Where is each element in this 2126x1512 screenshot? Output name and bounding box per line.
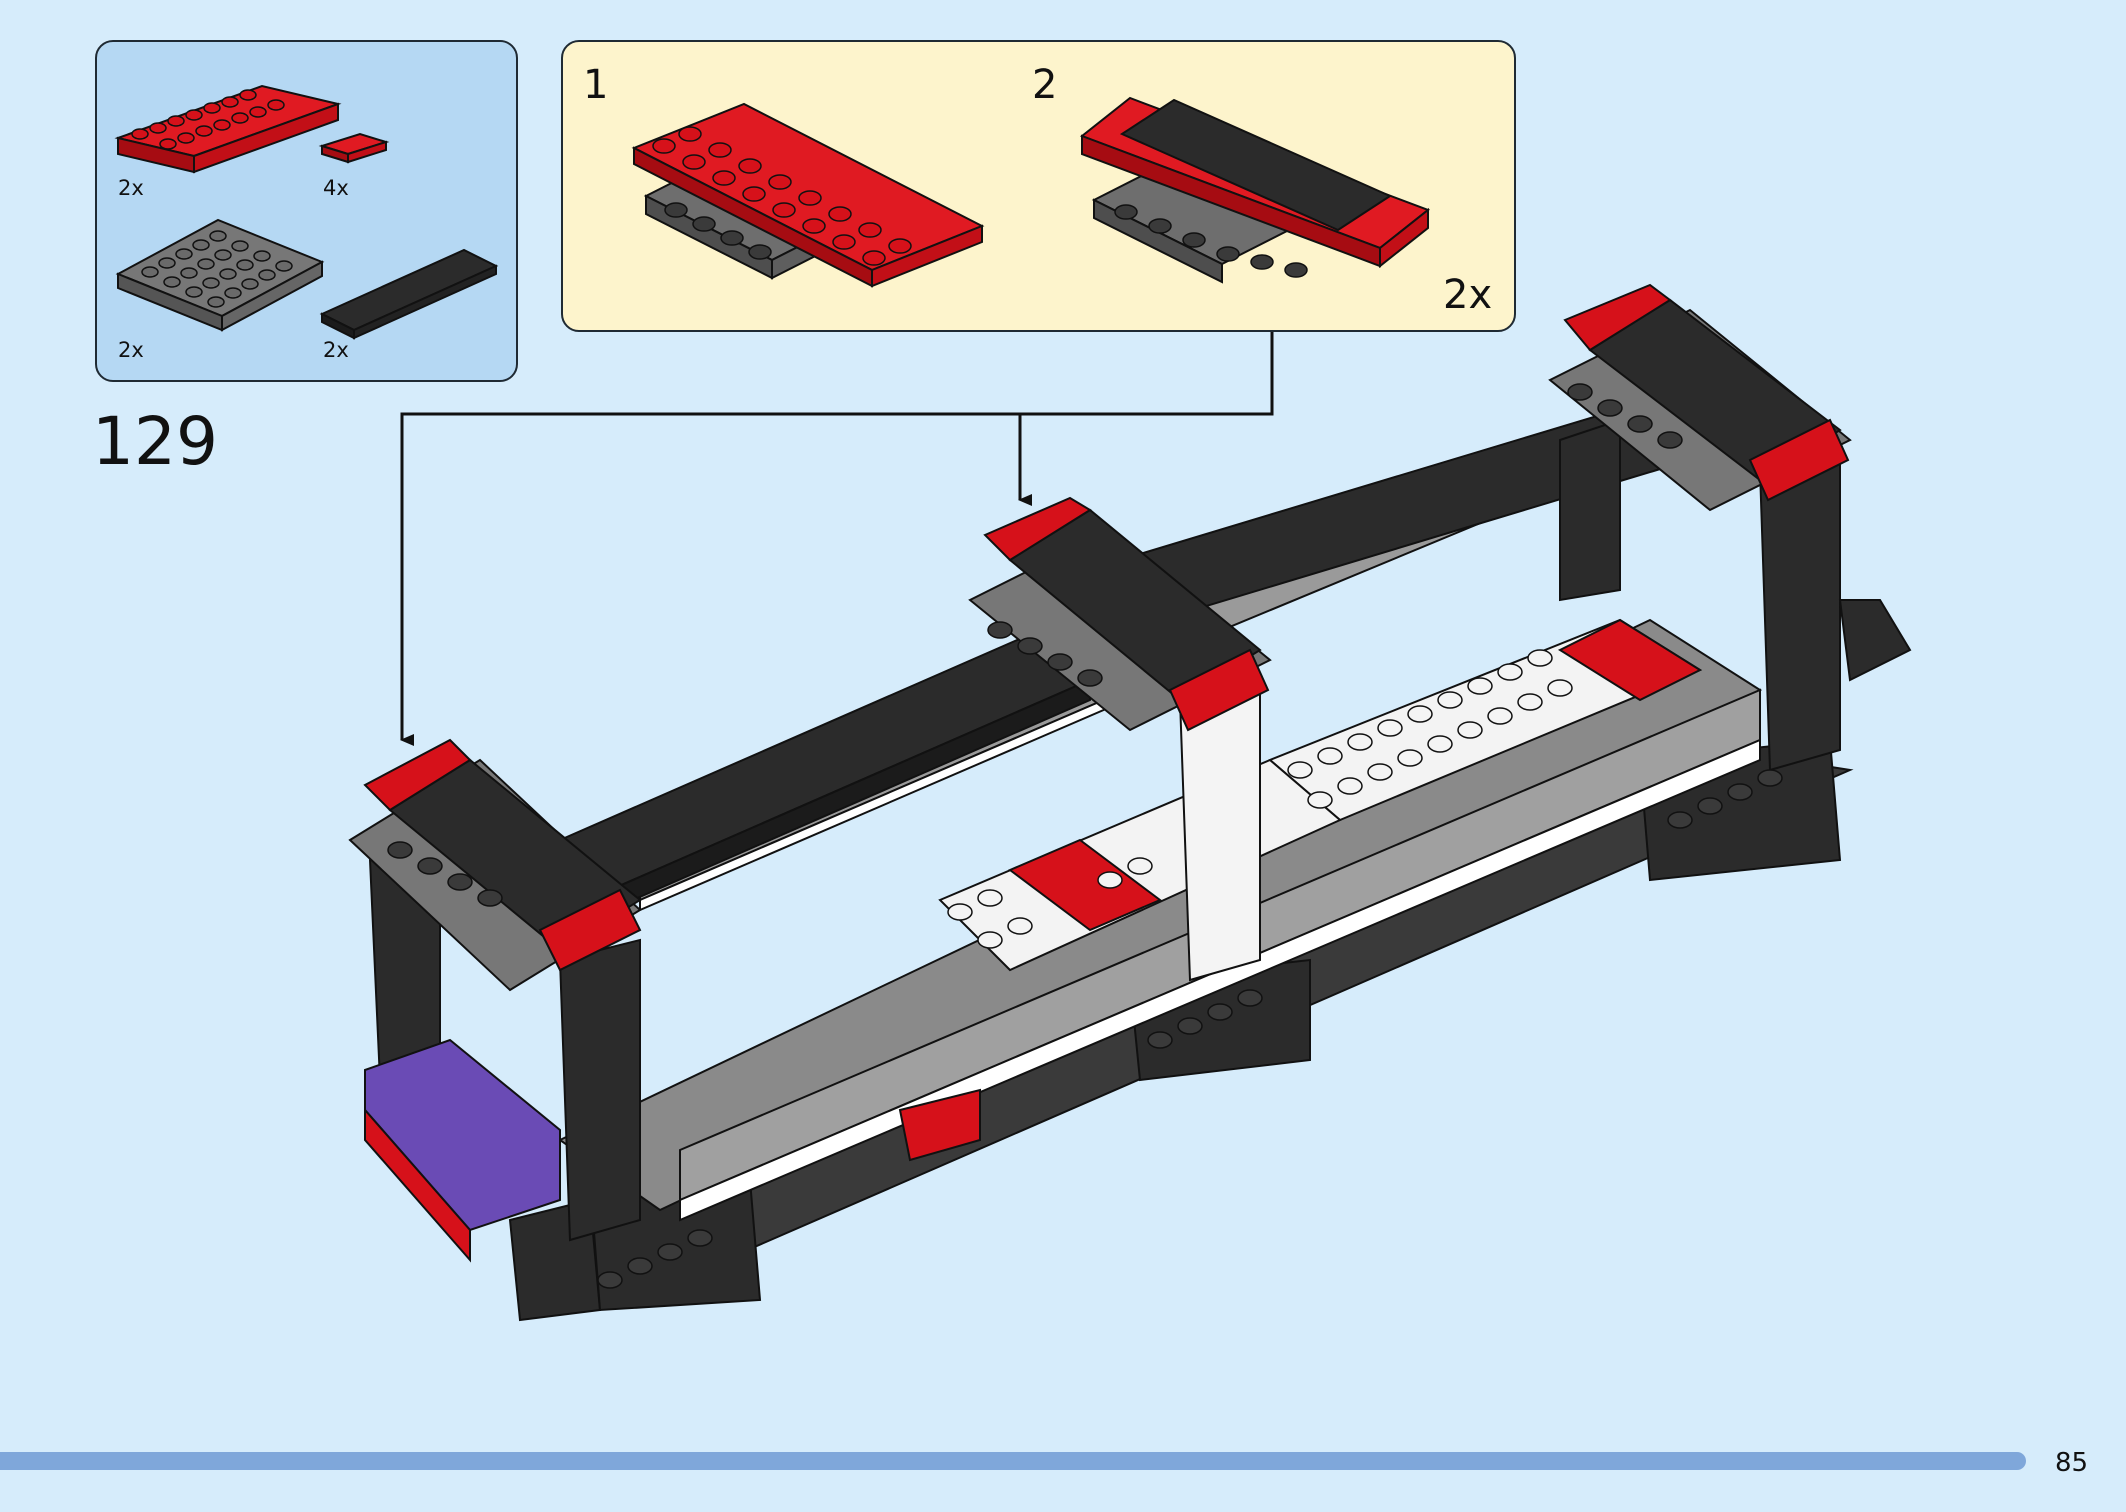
page-number: 85 [2055, 1448, 2089, 1478]
main-model-dark-studs [387, 383, 1783, 1289]
substep-number-2: 2 [1032, 62, 1058, 108]
substep-2-assembly [1079, 96, 1431, 284]
subassembly-multiplier: 2x [1443, 272, 1493, 318]
part-qty-3: 2x [118, 338, 144, 362]
main-model [348, 283, 1912, 1322]
part-red-plate-icon [114, 84, 342, 174]
page-progress-bar [0, 1452, 2026, 1470]
part-black-tile-icon [319, 248, 499, 340]
substep-number-1: 1 [583, 62, 609, 108]
part-qty-4: 2x [323, 338, 349, 362]
step-number: 129 [92, 403, 218, 480]
part-gray-plate-icon [115, 218, 325, 332]
part-qty-2: 4x [323, 176, 349, 200]
part-red-tile-icon [318, 132, 390, 164]
main-model-studs [947, 649, 1573, 949]
substep-1-assembly [631, 102, 985, 288]
callout-connector [400, 332, 1274, 746]
part-qty-1: 2x [118, 176, 144, 200]
